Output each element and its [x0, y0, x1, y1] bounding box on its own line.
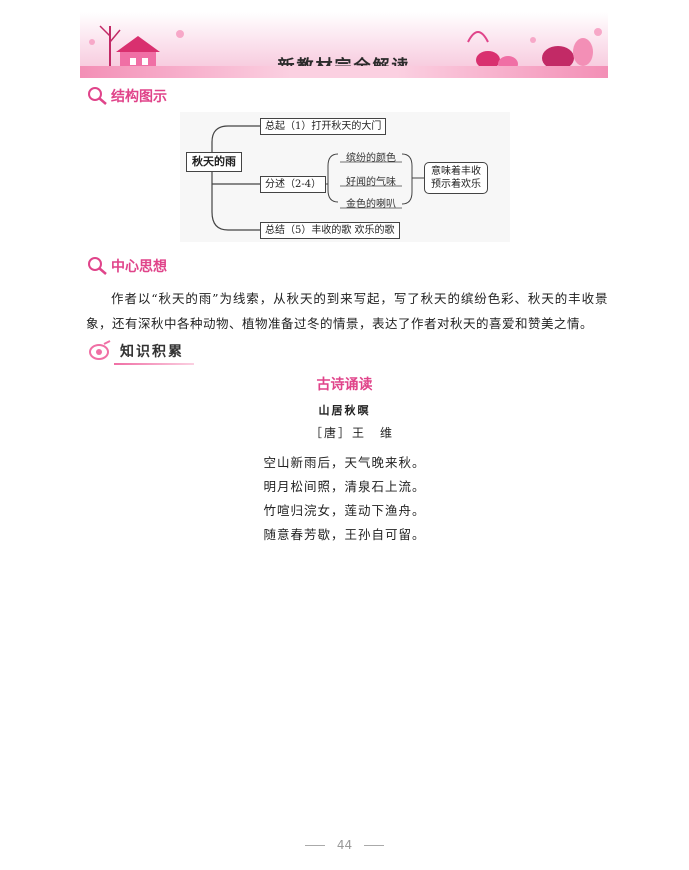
section-heading-knowledge: 知识积累	[88, 340, 194, 365]
section-heading-label: 中心思想	[111, 259, 167, 275]
magnifier-icon	[88, 87, 107, 105]
flower-decoration	[467, 28, 602, 72]
mindmap-detail: 缤纷的颜色	[346, 153, 396, 164]
page-number-dash	[304, 845, 325, 846]
mindmap-root: 秋天的雨	[186, 152, 242, 172]
poem-line: 随意春芳歇，王孙自可留。	[263, 527, 426, 542]
section-heading-central-idea: 中心思想	[86, 256, 167, 276]
page-number-value: 44	[336, 838, 353, 852]
mindmap-detail: 金色的喇叭	[346, 199, 396, 210]
mindmap-conclusion: 总结（5）丰收的歌 欢乐的歌	[260, 222, 400, 239]
poem-line: 明月松间照，清泉石上流。	[263, 479, 426, 494]
section-heading-label: 结构图示	[111, 89, 167, 105]
mindmap-meaning-line: 意味着丰收	[431, 166, 481, 177]
mindmap-body: 分述（2-4）	[260, 176, 327, 193]
central-idea-paragraph: 作者以“秋天的雨”为线索，从秋天的到来写起，写了秋天的缤纷色彩、秋天的丰收景象，…	[86, 291, 608, 331]
poem-section-title: 古诗诵读	[316, 377, 373, 393]
mindmap-detail: 好闻的气味	[346, 177, 396, 188]
poem-line: 竹喧归浣女，莲动下渔舟。	[263, 503, 426, 518]
magnifier-icon	[88, 257, 107, 275]
structure-mindmap: 秋天的雨 总起（1）打开秋天的大门 分述（2-4） 缤纷的颜色 好闻的气味 金色…	[180, 112, 510, 242]
mindmap-meaning-line: 预示着欢乐	[431, 179, 481, 190]
page-number: 44	[0, 838, 689, 852]
mindmap-meaning-box: 意味着丰收 预示着欢乐	[424, 162, 488, 194]
heading-underline	[114, 363, 194, 365]
section-heading-label: 知识积累	[120, 344, 184, 360]
poem-author: ［唐］王 维	[310, 426, 395, 440]
poem-line: 空山新雨后，天气晚来秋。	[263, 455, 426, 470]
poem-title: 山居秋暝	[318, 404, 371, 417]
pen-swirl-icon	[89, 340, 111, 360]
mindmap-intro: 总起（1）打开秋天的大门	[260, 118, 387, 135]
page-number-dash	[364, 845, 385, 846]
mindmap-connectors	[211, 125, 424, 231]
header-underline-bar	[80, 66, 608, 78]
section-heading-structure: 结构图示	[86, 86, 167, 106]
